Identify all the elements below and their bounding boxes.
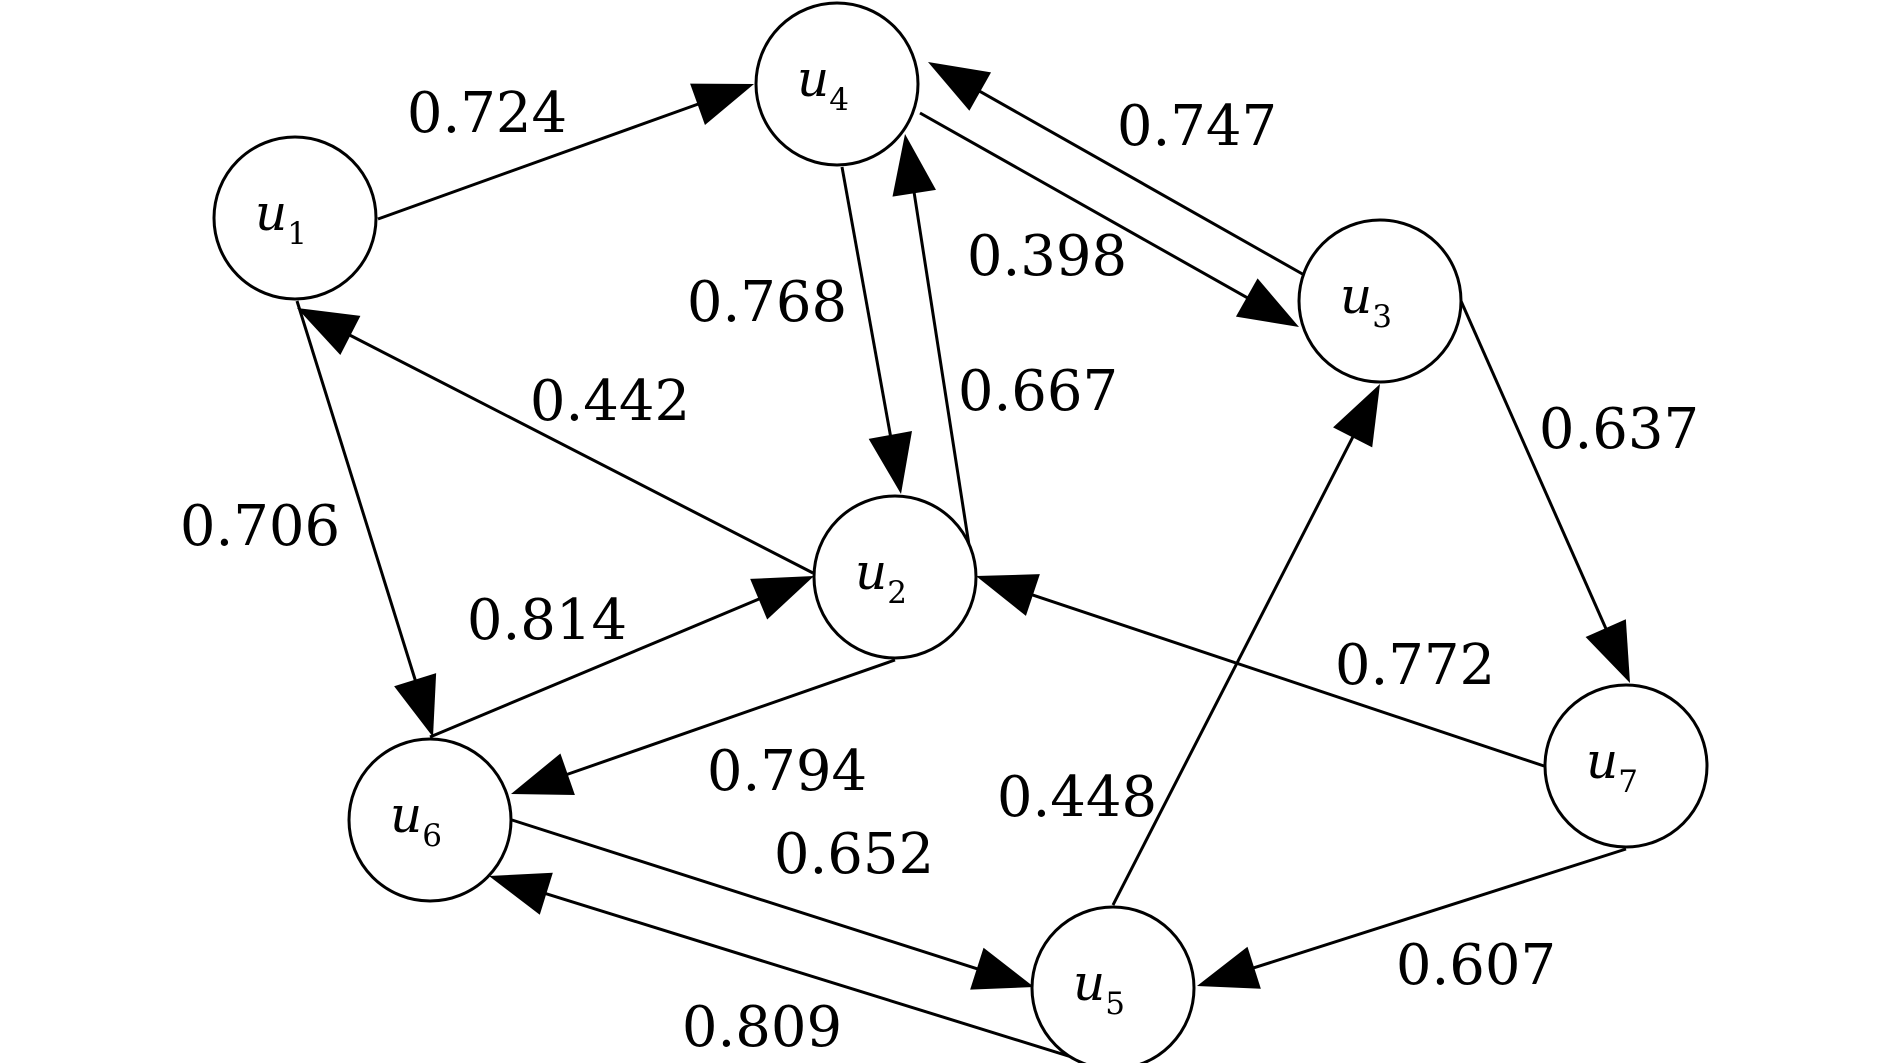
edge-weight-label: 0.398	[967, 224, 1127, 289]
edge-layer: 0.724 0.398 0.747 0.768 0.667 0.442 0.706 0.814…	[180, 62, 1699, 1063]
edge-line	[1251, 847, 1627, 970]
edge-weight-label: 0.747	[1117, 94, 1277, 159]
node-label: u6	[390, 786, 442, 854]
edge-line	[377, 102, 700, 221]
edge-u2-to-u4: 0.667	[892, 134, 1118, 546]
arrowhead	[489, 872, 553, 915]
edge-line	[1111, 434, 1355, 906]
node-label: u1	[255, 184, 307, 252]
edge-line	[977, 89, 1307, 278]
edge-line	[1030, 592, 1545, 768]
node-symbol: u	[255, 184, 287, 242]
node-u4: u4	[754, 1, 920, 167]
edge-weight-label: 0.814	[467, 588, 627, 653]
node-index: 7	[1618, 764, 1638, 800]
arrowhead	[976, 574, 1040, 616]
edge-weight-label: 0.772	[1335, 633, 1495, 698]
edge-line	[840, 166, 893, 438]
edge-weight-label: 0.637	[1539, 397, 1699, 462]
edge-weight-label: 0.768	[687, 270, 847, 335]
arrowhead	[1585, 619, 1630, 683]
arrowhead	[1235, 278, 1299, 327]
arrowhead	[394, 673, 437, 737]
arrowhead	[750, 576, 814, 620]
arrowhead	[511, 753, 575, 796]
edge-line	[347, 333, 814, 575]
node-circle	[1543, 683, 1709, 849]
node-index: 6	[422, 818, 442, 854]
node-label: u5	[1073, 954, 1125, 1022]
node-circle	[1030, 905, 1196, 1063]
edge-u4-to-u3: 0.398	[919, 111, 1299, 327]
edge-u1-to-u6: 0.706	[180, 300, 437, 737]
node-u5: u5	[1030, 905, 1196, 1063]
node-u1: u1	[212, 135, 378, 301]
edge-line	[543, 891, 1096, 1063]
node-circle	[1297, 218, 1463, 384]
edge-u3-to-u7: 0.637	[1459, 300, 1699, 683]
arrowhead	[1197, 946, 1261, 989]
arrowhead	[297, 308, 361, 355]
node-circle	[754, 1, 920, 167]
node-circle	[347, 737, 513, 903]
edge-u6-to-u2: 0.814	[429, 576, 814, 739]
edge-weight-label: 0.652	[774, 822, 934, 887]
node-index: 1	[287, 216, 307, 252]
node-symbol: u	[855, 543, 887, 601]
node-index: 5	[1105, 986, 1125, 1022]
node-index: 3	[1372, 299, 1392, 335]
node-index: 4	[829, 82, 849, 118]
node-u3: u3	[1297, 218, 1463, 384]
node-circle	[212, 135, 378, 301]
edge-line	[295, 300, 418, 683]
arrowhead	[690, 83, 754, 125]
edge-weight-label: 0.607	[1396, 933, 1556, 998]
node-label: u4	[797, 50, 849, 118]
edge-line	[511, 818, 980, 971]
edge-weight-label: 0.794	[707, 739, 867, 804]
edge-u5-to-u6: 0.809	[489, 872, 1096, 1063]
edge-line	[429, 597, 762, 739]
node-label: u7	[1586, 732, 1638, 800]
node-u6: u6	[347, 737, 513, 903]
edge-line	[565, 658, 896, 777]
edge-u2-to-u1: 0.442	[297, 308, 814, 575]
edge-weight-label: 0.442	[530, 369, 690, 434]
edge-u4-to-u2: 0.768	[687, 166, 912, 494]
edge-weight-label: 0.706	[180, 494, 340, 559]
edge-u1-to-u4: 0.724	[377, 81, 754, 221]
arrowhead	[892, 134, 936, 197]
edge-u6-to-u5: 0.652	[511, 818, 1034, 990]
node-circle	[812, 494, 978, 660]
arrowhead	[928, 62, 992, 111]
node-symbol: u	[797, 50, 829, 108]
arrowhead	[1333, 384, 1380, 448]
edge-weight-label: 0.667	[958, 359, 1118, 424]
node-symbol: u	[1073, 954, 1105, 1012]
node-u7: u7	[1543, 683, 1709, 849]
node-symbol: u	[1340, 267, 1372, 325]
arrowhead	[970, 947, 1034, 990]
edge-line	[919, 111, 1250, 300]
node-symbol: u	[390, 786, 422, 844]
node-symbol: u	[1586, 732, 1618, 790]
edge-weight-label: 0.809	[682, 995, 842, 1060]
edge-line	[912, 191, 971, 546]
node-u2: u2	[812, 494, 978, 660]
edge-line	[1459, 300, 1608, 631]
edge-weight-label: 0.724	[407, 81, 567, 146]
arrowhead	[868, 431, 912, 494]
node-label: u2	[855, 543, 907, 611]
node-index: 2	[887, 575, 907, 611]
edge-u3-to-u4: 0.747	[928, 62, 1307, 278]
node-label: u3	[1340, 267, 1392, 335]
edge-weight-label: 0.448	[997, 765, 1157, 830]
edge-u7-to-u2: 0.772	[976, 574, 1545, 768]
edge-u5-to-u3: 0.448	[997, 384, 1380, 906]
edge-u7-to-u5: 0.607	[1197, 847, 1627, 998]
edge-u2-to-u6: 0.794	[511, 658, 896, 804]
